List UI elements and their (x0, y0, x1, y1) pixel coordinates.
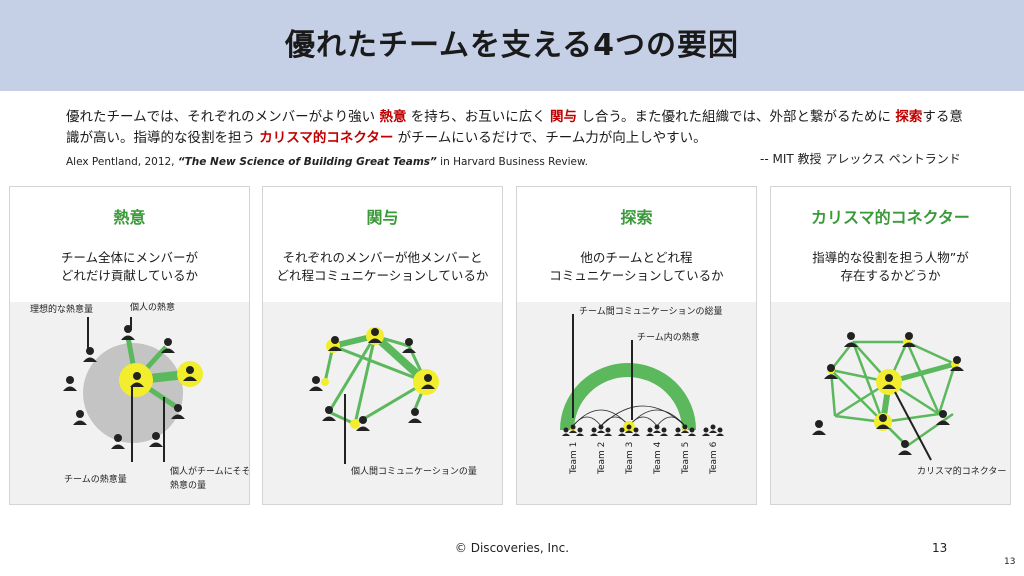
engagement-diagram: 個人間コミュニケーションの量 (309, 327, 477, 477)
team-label: Team 6 (709, 441, 719, 475)
team-icon (646, 424, 668, 436)
intro-text: がチームにいるだけで、チーム力が向上しやすい。 (393, 130, 707, 146)
label-individual-enthusiasm: 個人の熱意 (130, 302, 175, 313)
person-icon (73, 410, 87, 425)
member-node (413, 369, 439, 395)
citation-source: in Harvard Business Review. (436, 156, 588, 168)
person-icon (408, 408, 422, 423)
intro-text: し合う。また優れた組織では、外部と繋がるために (577, 109, 896, 125)
intro-text: 優れたチームでは、それぞれのメンバーがより強い (66, 109, 380, 125)
callout-lines (87, 317, 165, 462)
person-icon (812, 420, 826, 435)
label-charismatic-connector: カリスマ的コネクター (917, 465, 1006, 477)
person-icon (63, 376, 77, 391)
team-icon (702, 424, 724, 436)
person-icon (950, 356, 964, 371)
person-icon (356, 416, 370, 431)
person-icon (882, 374, 896, 389)
team-icon (674, 424, 696, 436)
card-title: カリスマ的コネクター (811, 208, 970, 227)
label-contribution: 熱意の量 (170, 479, 206, 491)
team-label: Team 5 (681, 442, 691, 475)
team-label: Team 1 (569, 442, 579, 475)
card-description: 指導的な役割を担う人物”が 存在するかどうか (812, 250, 969, 283)
label-inner-team-enthusiasm: チーム内の熱意 (637, 331, 700, 343)
citation-author: Alex Pentland, 2012, (66, 156, 178, 168)
person-icon (902, 332, 916, 347)
exploration-diagram: チーム間コミュニケーションの総量 チーム内の熱意 Team 1 Team 2 T… (560, 305, 724, 475)
team-label: Team 4 (653, 441, 663, 475)
person-icon (824, 364, 838, 379)
person-icon (844, 332, 858, 347)
person-icon (121, 325, 135, 340)
page-number-corner: 13 (1004, 557, 1016, 567)
callout-line (894, 391, 932, 461)
label-total-inter-team: チーム間コミュニケーションの総量 (579, 305, 723, 317)
member-node (321, 378, 329, 386)
person-icon (876, 414, 890, 429)
card-engagement: 関与 それぞれのメンバーが他メンバーと どれ程コミュニケーションしているか (262, 186, 503, 505)
card-description: チーム全体にメンバーが どれだけ貢献しているか (60, 250, 199, 283)
person-icons (309, 328, 435, 431)
attribution: -- MIT 教授 アレックス ペントランド (760, 152, 961, 166)
card-diagram-area (517, 302, 756, 504)
person-icon (368, 328, 382, 343)
team-labels: Team 1 Team 2 Team 3 Team 4 Team 5 Team … (569, 441, 719, 475)
card-exploration: 探索 他のチームとどれ程 コミュニケーションしているか チーム間コミュニケーショ… (516, 186, 757, 505)
individual-circle (119, 363, 153, 397)
team-icon (618, 421, 640, 436)
person-icon (402, 338, 416, 353)
person-icon (130, 372, 144, 387)
person-icon (183, 366, 197, 381)
label-ideal-enthusiasm: 理想的な熱意量 (30, 303, 93, 315)
highlight-enthusiasm: 熱意 (379, 109, 407, 125)
card-charismatic-connector: カリスマ的コネクター 指導的な役割を担う人物”が 存在するかどうか (770, 186, 1011, 505)
team-icon (590, 424, 612, 436)
card-description: それぞれのメンバーが他メンバーと どれ程コミュニケーションしているか (276, 250, 489, 283)
card-title: 探索 (620, 208, 653, 227)
enthusiasm-diagram: 理想的な熱意量 個人の熱意 チームの熱意量 個人がチームにそそぐ 熱意の量 (30, 302, 250, 491)
highlight-exploration: 探索 (895, 109, 923, 125)
person-icon (171, 404, 185, 419)
label-interpersonal-communication: 個人間コミュニケーションの量 (351, 465, 477, 477)
card-title: 熱意 (113, 208, 146, 227)
team-label: Team 3 (625, 442, 635, 475)
person-icon (328, 336, 342, 351)
member-node (350, 419, 360, 429)
team-icons (562, 421, 724, 436)
callout-lines (572, 314, 633, 420)
person-icon (111, 434, 125, 449)
citation-work: “The New Science of Building Great Teams… (177, 156, 437, 168)
highlight-charismatic-connector: カリスマ的コネクター (259, 130, 394, 146)
person-icon (936, 410, 950, 425)
team-links (572, 405, 686, 427)
page-number: 13 (932, 541, 948, 555)
intro-text: を持ち、お互いに広く (406, 109, 551, 125)
team-label: Team 2 (597, 442, 607, 475)
header-band (0, 0, 1024, 91)
label-contribution: 個人がチームにそそぐ (170, 465, 250, 477)
team-icon (562, 424, 584, 436)
person-icons (812, 332, 964, 455)
person-icon (161, 338, 175, 353)
card-title: 関与 (366, 208, 399, 227)
intro-text: する意識が高い。指導的な役割を担う (66, 109, 963, 146)
person-icon (421, 374, 435, 389)
citation: Alex Pentland, 2012, “The New Science of… (66, 156, 588, 168)
copyright: © Discoveries, Inc. (454, 541, 570, 555)
person-icon (149, 432, 163, 447)
person-icon (322, 406, 336, 421)
card-enthusiasm: 熱意 チーム全体にメンバーが どれだけ貢献しているか (9, 186, 250, 505)
person-icon (898, 440, 912, 455)
card-description: 他のチームとどれ程 コミュニケーションしているか (549, 250, 724, 283)
label-team-enthusiasm: チームの熱意量 (64, 473, 127, 485)
inter-team-arc (560, 363, 696, 431)
connector-diagram: カリスマ的コネクター (812, 332, 1006, 477)
person-icon (83, 347, 97, 362)
person-icon (309, 376, 323, 391)
card-diagram-area (771, 302, 1010, 504)
page-title: 優れたチームを支える4つの要因 (284, 28, 740, 63)
highlight-engagement: 関与 (550, 109, 578, 125)
intro-paragraph: 優れたチームでは、それぞれのメンバーがより強い 熱意 を持ち、お互いに広く 関与… (66, 107, 966, 149)
